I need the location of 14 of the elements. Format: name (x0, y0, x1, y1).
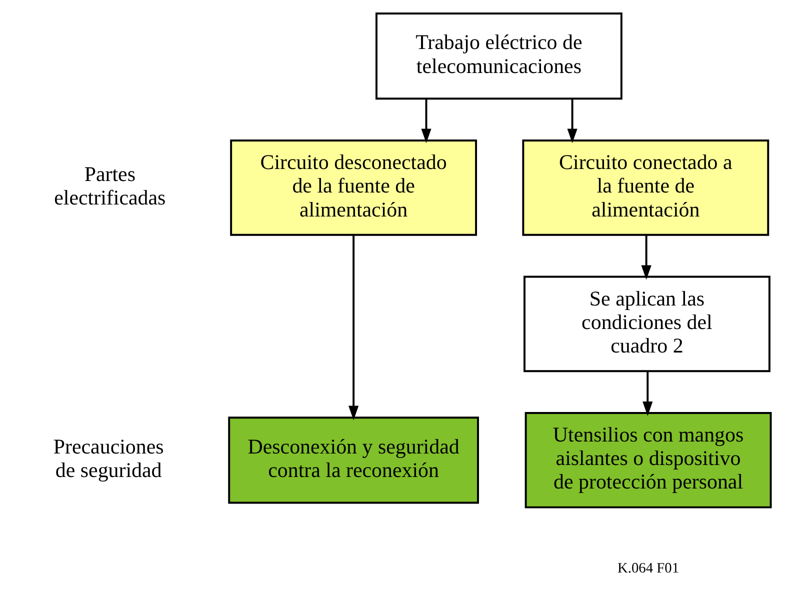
node-box: Utensilios con mangos aislantes o dispositivo de protección personal (524, 412, 772, 508)
node-box: Trabajo eléctrico de telecomunicaciones (375, 12, 622, 100)
arrow (640, 234, 651, 280)
label: Precauciones de seguridad (52, 434, 164, 482)
arrow (420, 98, 431, 144)
label: K.064 F01 (616, 560, 679, 577)
node-box: Desconexión y seguridad contra la reconexión (228, 416, 478, 504)
node-box: Circuito desconectado de la fuente de alimentación (230, 140, 477, 236)
node-box: Se aplican las condiciones del cuadro 2 (523, 276, 770, 372)
arrow (348, 235, 358, 420)
arrow (642, 371, 652, 416)
node-box: Circuito conectado a la fuente de alimentación (522, 140, 769, 236)
arrow (566, 98, 577, 144)
label: Partes electrificadas (54, 162, 166, 210)
